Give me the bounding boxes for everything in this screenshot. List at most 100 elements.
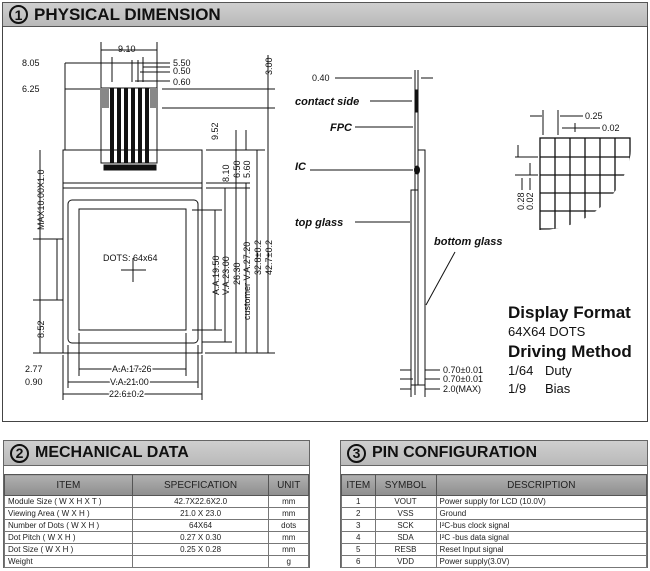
table-row: Weight g — [4, 555, 309, 568]
pixel-grid-detail — [539, 137, 631, 230]
mechanical-data-section: 2 MECHANICAL DATA ITEM SPECFICATION UNIT… — [3, 440, 310, 568]
module-outline — [62, 149, 203, 354]
dim-va-23-00: V.A.23.00 — [221, 256, 231, 295]
table-cell: Viewing Area ( W X H ) — [4, 507, 133, 520]
side-tab — [56, 238, 64, 301]
table-cell: Reset Input signal — [435, 543, 648, 556]
label-fpc: FPC — [330, 122, 353, 134]
dim-32-8: 32.8±0.2 — [253, 240, 263, 275]
table-cell: 64X64 — [131, 519, 270, 532]
table-cell: 1 — [341, 495, 376, 508]
pin-configuration-section: 3 PIN CONFIGURATION ITEM SYMBOL DESCRIPT… — [340, 440, 648, 568]
table-cell: dots — [268, 519, 309, 532]
drawing-frame — [2, 26, 648, 422]
dim-6-25: 6.25 — [22, 84, 40, 94]
section-title: PIN CONFIGURATION — [372, 444, 538, 461]
table-cell: Dot Size ( W X H ) — [4, 543, 133, 556]
ic-bar — [103, 164, 157, 171]
mechanical-data-header: 2 MECHANICAL DATA — [4, 441, 309, 466]
table-cell: 6 — [341, 555, 376, 568]
fpc-outline — [100, 87, 158, 164]
header-spec: SPECFICATION — [131, 474, 270, 496]
dim-customer-va: customer V.A.27.20 — [242, 242, 252, 320]
table-cell: Dot Pitch ( W X H ) — [4, 531, 133, 544]
viewing-area — [78, 208, 187, 331]
table-cell: I²C -bus data signal — [435, 531, 648, 544]
dim-8-10: 8.10 — [221, 164, 231, 182]
header-item: ITEM — [341, 474, 376, 496]
dim-thick-1: 0.70±0.01 — [443, 365, 483, 375]
dim-thick-max: 2.0(MAX) — [443, 384, 481, 394]
dim-5-50: 5.50 — [173, 58, 191, 68]
dim-thick-2: 0.70±0.01 — [443, 374, 483, 384]
table-cell: mm — [268, 531, 309, 544]
table-cell — [131, 555, 270, 568]
table-cell: 3 — [341, 519, 376, 532]
table-cell: SDA — [374, 531, 437, 544]
pin-configuration-header: 3 PIN CONFIGURATION — [341, 441, 647, 466]
table-cell: mm — [268, 495, 309, 508]
glass-outline — [67, 199, 199, 344]
table-cell: VOUT — [374, 495, 437, 508]
display-format-title: Display Format — [508, 303, 631, 322]
table-cell: 42.7X22.6X2.0 — [131, 495, 270, 508]
mechanical-data-table: ITEM SPECFICATION UNIT Module Size ( W X… — [4, 474, 309, 568]
dim-9-10: 9.10 — [118, 44, 136, 54]
dots-label: DOTS: 64x64 — [103, 253, 158, 263]
section-title: MECHANICAL DATA — [35, 444, 189, 461]
table-cell: 5 — [341, 543, 376, 556]
fpc-traces — [101, 88, 157, 163]
header-unit: UNIT — [268, 474, 309, 496]
table-cell: 2 — [341, 507, 376, 520]
header-symbol: SYMBOL — [374, 474, 437, 496]
table-cell: mm — [268, 543, 309, 556]
dim-aa-17-26: A.A.17.26 — [112, 364, 152, 374]
dim-pixel-h: 0.28 — [516, 192, 526, 210]
side-bottom-glass — [417, 149, 426, 386]
table-cell: Weight — [4, 555, 133, 568]
duty-label: Duty — [545, 363, 572, 378]
table-cell: I²C-bus clock signal — [435, 519, 648, 532]
section-physical-dimension-header: 1 PHYSICAL DIMENSION — [2, 2, 648, 27]
label-ic: IC — [295, 161, 307, 173]
table-cell: SCK — [374, 519, 437, 532]
physical-dimension-drawing: 9.10 8.05 6.25 5.50 0.50 0.60 3.00 9.52 … — [22, 42, 632, 401]
dim-42-7: 42.7±0.2 — [264, 240, 274, 275]
table-cell: Power supply for LCD (10.0V) — [435, 495, 648, 508]
dim-aa-19-50: A.A.19.50 — [211, 255, 221, 295]
table-cell: Power supply(3.0V) — [435, 555, 648, 568]
section-title: PHYSICAL DIMENSION — [34, 4, 221, 24]
dim-6-50: 6.50 — [232, 160, 242, 178]
header-description: DESCRIPTION — [435, 474, 648, 496]
table-cell: 0.27 X 0.30 — [131, 531, 270, 544]
table-cell: Ground — [435, 507, 648, 520]
table-cell: VSS — [374, 507, 437, 520]
table-cell: g — [268, 555, 309, 568]
label-top-glass: top glass — [295, 217, 343, 229]
side-top-glass — [410, 189, 419, 386]
table-cell: mm — [268, 507, 309, 520]
table-cell: RESB — [374, 543, 437, 556]
section-number: 3 — [347, 443, 366, 463]
label-bottom-glass: bottom glass — [434, 236, 502, 248]
bias-label: Bias — [545, 381, 571, 396]
dim-max: MAX10.00X1.0 — [36, 169, 46, 230]
contact-side — [414, 89, 419, 113]
dim-26-30: 26.30 — [232, 262, 242, 285]
dim-0-90: 0.90 — [25, 377, 43, 387]
section-number: 1 — [9, 5, 28, 24]
dim-8-52: 8.52 — [36, 320, 46, 338]
dim-9-52: 9.52 — [210, 122, 220, 140]
